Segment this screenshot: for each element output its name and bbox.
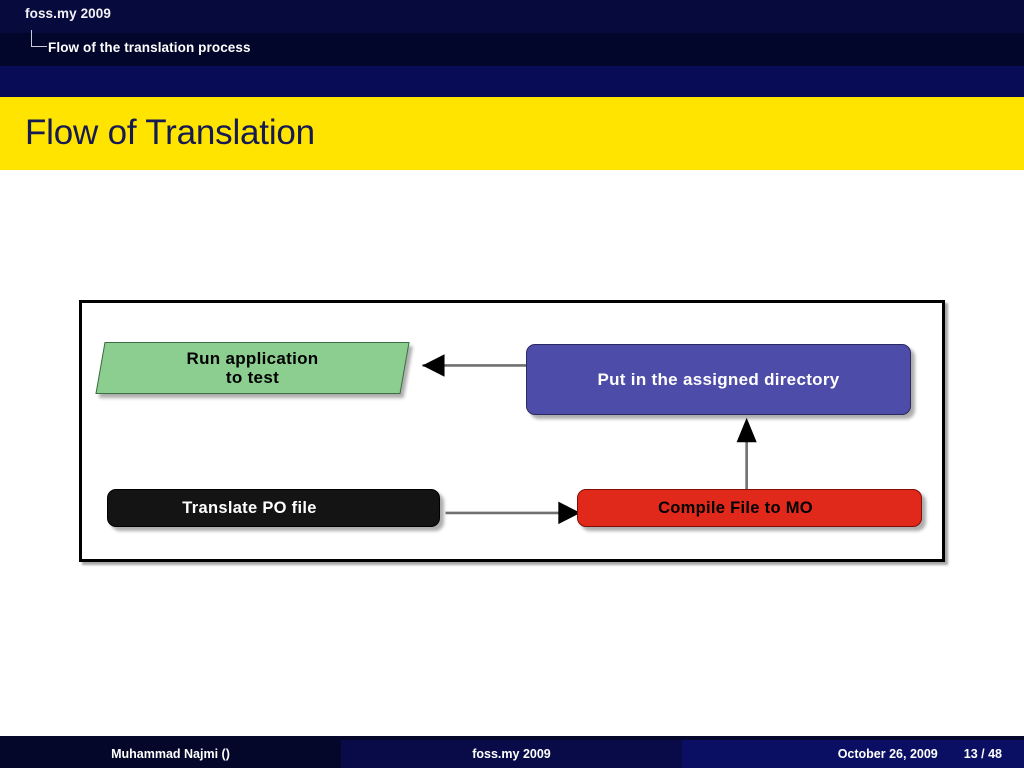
footer-date: October 26, 2009 (837, 747, 938, 761)
title-banner (0, 97, 1024, 170)
nav-band-bottom (0, 66, 1024, 97)
arrow-translate-to-compile (445, 501, 581, 525)
page-title: Flow of Translation (25, 113, 315, 152)
nav-section-title: Flow of the translation process (48, 40, 251, 55)
node-translate-po-file-label: Translate PO file (182, 498, 317, 517)
node-compile-file-to-mo-label: Compile File to MO (658, 498, 813, 517)
footer-top-rule (0, 736, 1024, 740)
nav-band-top (0, 0, 1024, 33)
arrow-put-to-run (422, 354, 530, 377)
footer-author: Muhammad Najmi () (0, 740, 341, 768)
footer-page-number: 13 / 48 (963, 747, 1002, 761)
node-compile-file-to-mo[interactable]: Compile File to MO (577, 489, 922, 527)
arrow-compile-to-put (736, 417, 757, 494)
node-translate-po-file[interactable]: Translate PO file (107, 489, 440, 527)
footer-bar: Muhammad Najmi () foss.my 2009 October 2… (0, 740, 1024, 768)
node-run-application-line2: to test (225, 368, 280, 387)
footer-meta: October 26, 2009 13 / 48 (682, 740, 1024, 768)
node-run-application-line1: Run application (186, 348, 319, 368)
footer-event: foss.my 2009 (341, 740, 682, 768)
tree-connector-icon (31, 30, 47, 47)
node-put-in-directory[interactable]: Put in the assigned directory (526, 344, 911, 415)
nav-band-middle (0, 33, 1024, 66)
nav-presentation-title: foss.my 2009 (25, 6, 112, 21)
node-put-in-directory-label: Put in the assigned directory (597, 369, 840, 389)
